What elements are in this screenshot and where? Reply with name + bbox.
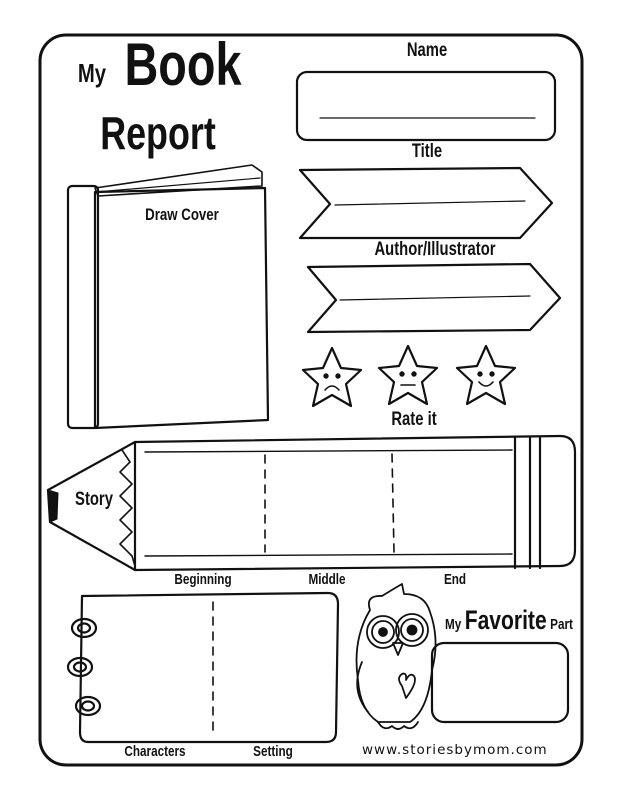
title-field[interactable] (298, 166, 554, 240)
title-line (334, 200, 526, 206)
footer-url: www.storiesbymom.com (362, 742, 548, 758)
title-my: My (77, 58, 107, 88)
favorite-part-heading: My Favorite Part (445, 605, 573, 636)
story-label: Story (75, 489, 113, 510)
author-label: Author/Illustrator (374, 239, 496, 260)
end-label: End (443, 571, 467, 588)
favorite-part: Part (550, 616, 573, 633)
characters-label: Characters (124, 743, 186, 760)
favorite-my: My (445, 616, 462, 633)
title-label: Title (411, 141, 443, 162)
ring-icon (70, 617, 98, 639)
star-rating-neutral[interactable] (377, 344, 439, 406)
name-label: Name (406, 40, 448, 61)
characters-setting-notebook[interactable] (66, 591, 340, 744)
author-field[interactable] (306, 262, 562, 334)
draw-cover-label: Draw Cover (145, 205, 219, 224)
name-field[interactable] (295, 70, 557, 142)
rate-it-label: Rate it (391, 409, 437, 430)
title-book: Book (124, 31, 242, 98)
ring-icon (66, 656, 94, 678)
page-border (38, 33, 584, 767)
author-line (339, 295, 531, 301)
beginning-label: Beginning (174, 571, 232, 588)
title-report: Report (100, 107, 216, 159)
setting-label: Setting (253, 743, 293, 760)
star-rating-sad[interactable] (301, 346, 363, 408)
story-pencil[interactable] (46, 434, 577, 572)
owl-illustration (355, 583, 437, 730)
ring-icon (74, 695, 102, 717)
favorite-part-field[interactable] (430, 641, 570, 724)
star-rating-happy[interactable] (455, 344, 517, 406)
middle-label: Middle (308, 571, 346, 588)
draw-cover-book[interactable] (66, 164, 270, 430)
favorite-big: Favorite (464, 605, 547, 635)
